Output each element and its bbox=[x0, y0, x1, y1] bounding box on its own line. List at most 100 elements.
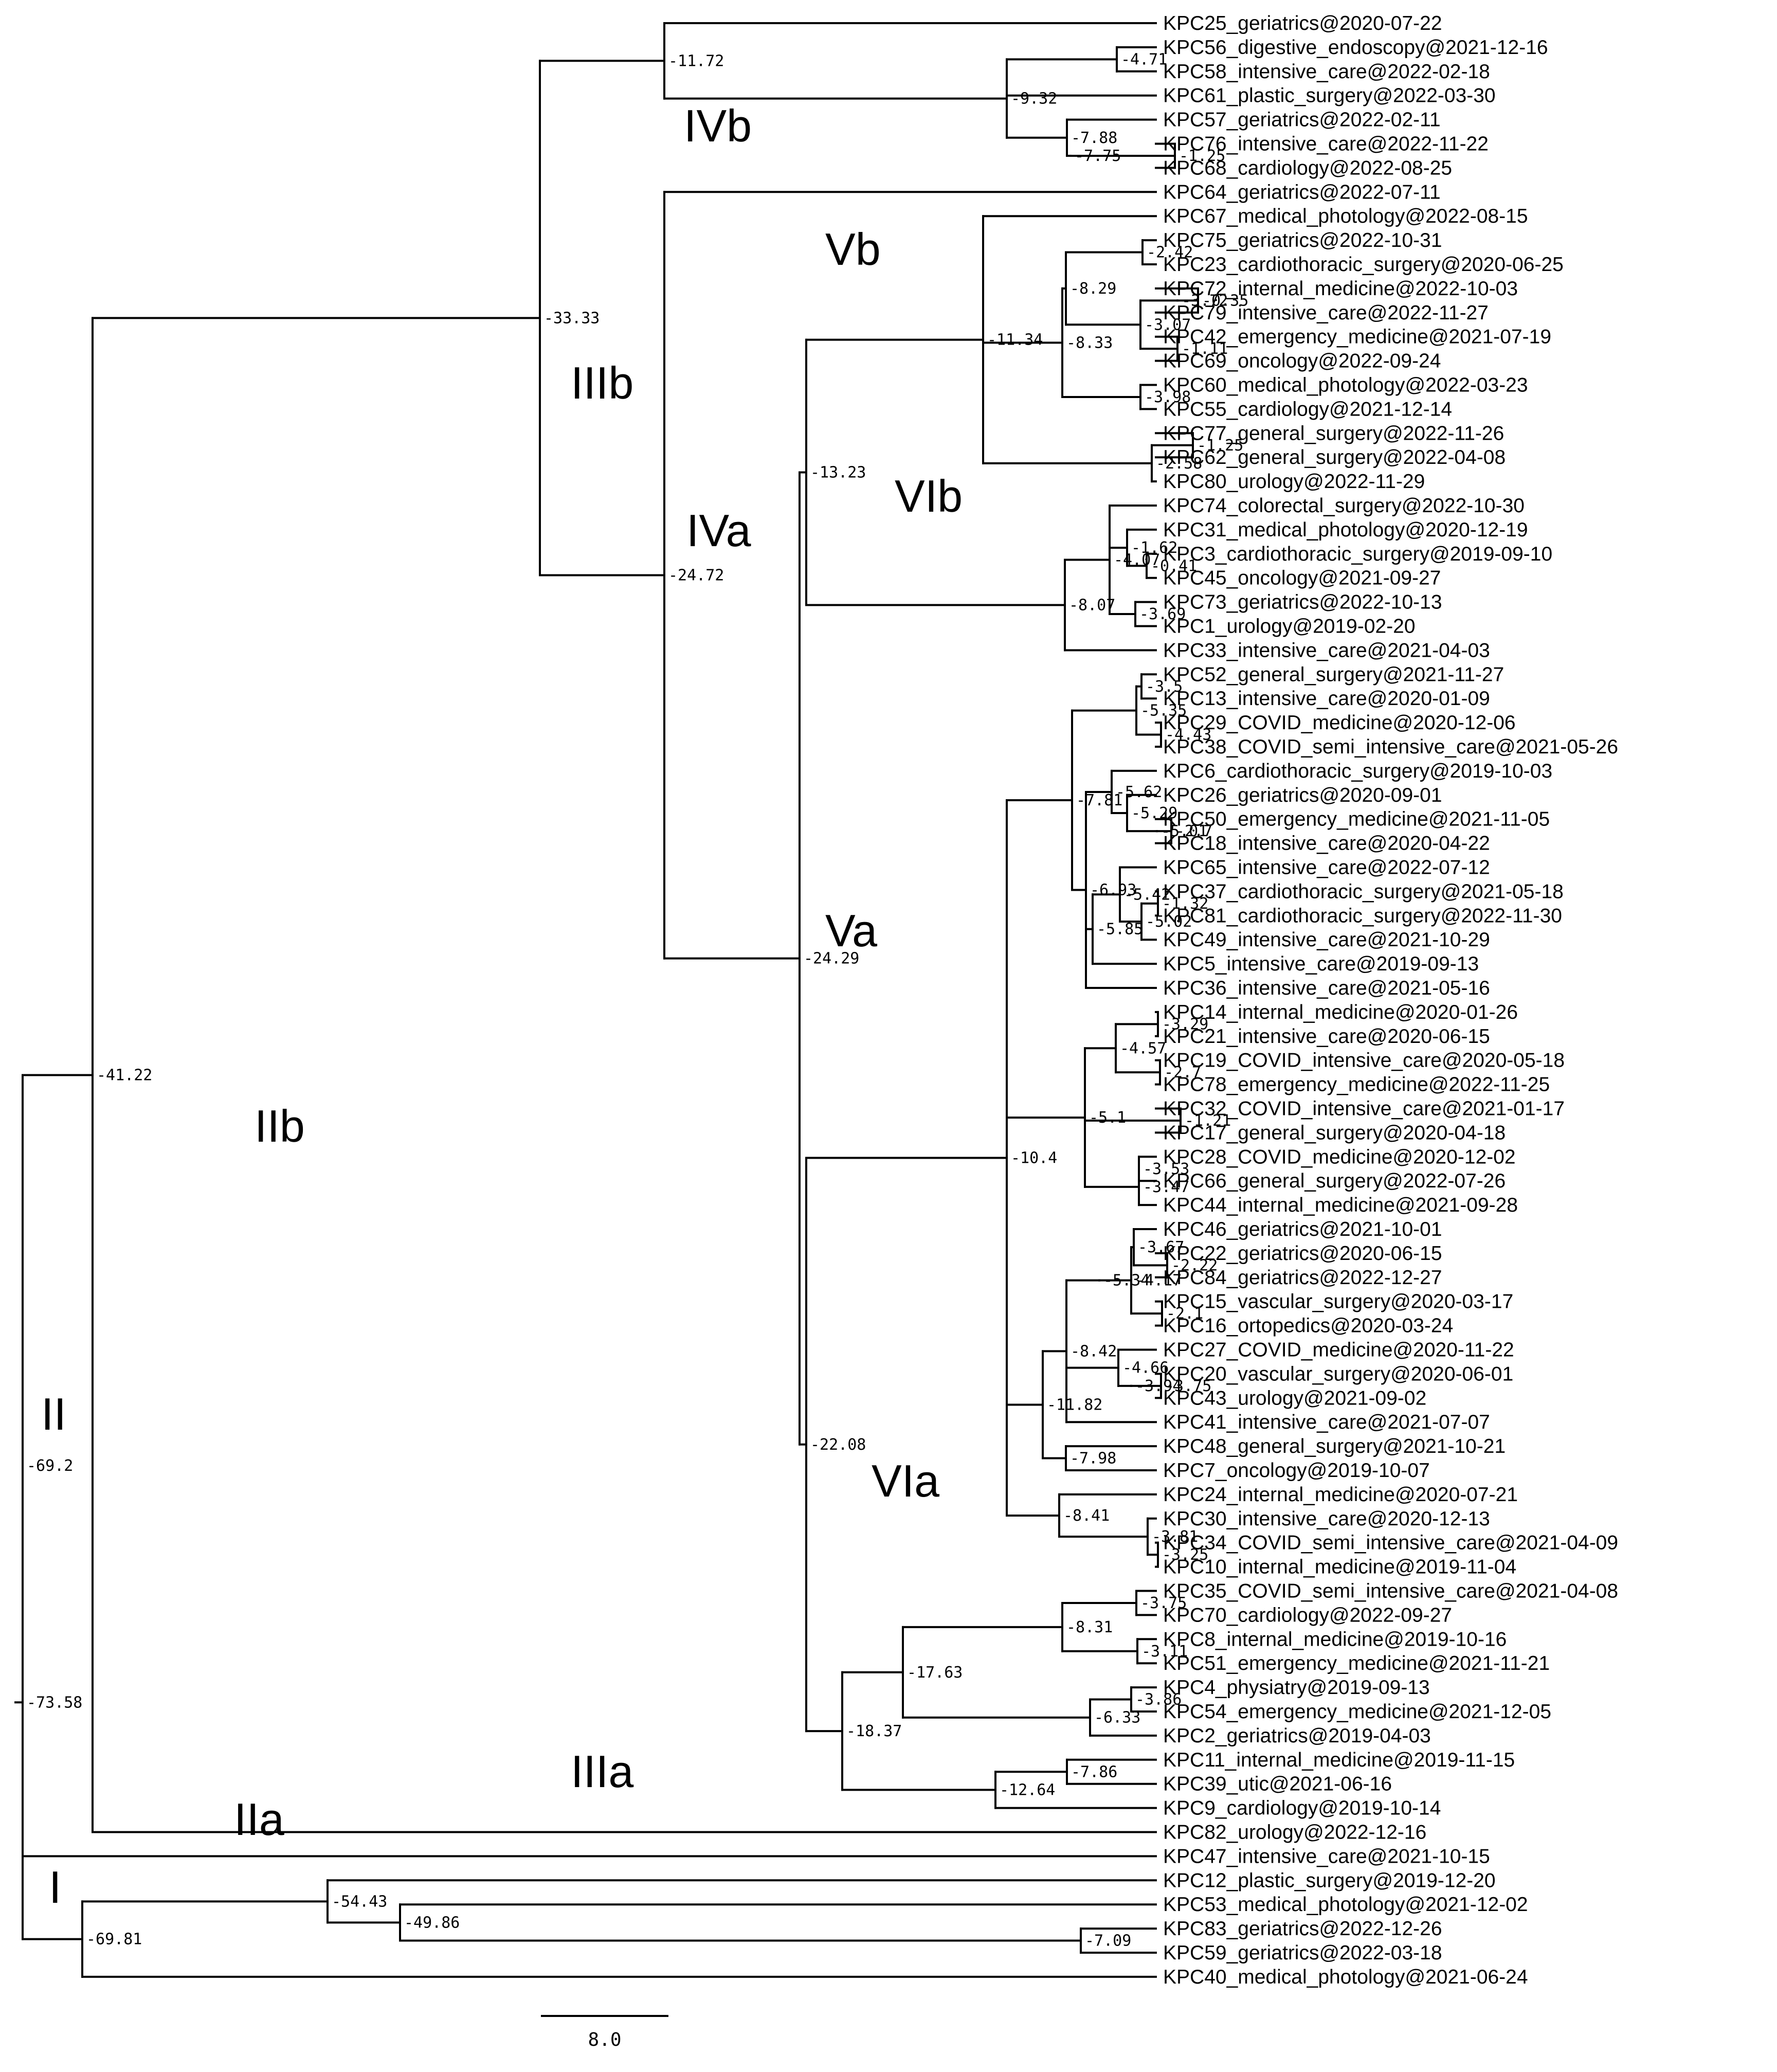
tip-label: KPC2_geriatrics@2019-04-03 bbox=[1163, 1725, 1431, 1747]
support-value: -5.35 bbox=[1140, 702, 1187, 720]
tip-label: KPC43_urology@2021-09-02 bbox=[1163, 1387, 1426, 1409]
support-value: -5.29 bbox=[1131, 804, 1177, 822]
tip-label: KPC38_COVID_semi_intensive_care@2021-05-… bbox=[1163, 736, 1618, 758]
support-value: -7.88 bbox=[1071, 129, 1117, 147]
clade-label: VIa bbox=[872, 1455, 939, 1506]
tip-label: KPC20_vascular_surgery@2020-06-01 bbox=[1163, 1363, 1513, 1385]
support-value: -7.75 bbox=[1075, 147, 1121, 165]
support-value: -3.75 bbox=[1140, 1594, 1187, 1612]
clade-label: Vb bbox=[825, 224, 881, 275]
support-value: -4.43 bbox=[1165, 726, 1211, 744]
tip-label: KPC80_urology@2022-11-29 bbox=[1163, 471, 1425, 493]
support-value: -24.72 bbox=[668, 566, 724, 584]
support-value: -3.11 bbox=[1141, 1643, 1188, 1661]
tip-label: KPC19_COVID_intensive_care@2020-05-18 bbox=[1163, 1050, 1565, 1072]
support-value: -11.72 bbox=[668, 52, 724, 70]
support-value: -2.7 bbox=[1164, 1064, 1201, 1082]
support-value: -1.21 bbox=[1185, 1112, 1231, 1130]
support-value: -8.42 bbox=[1071, 1342, 1117, 1360]
support-value: -7.81 bbox=[1076, 791, 1122, 809]
tip-label: KPC37_cardiothoracic_surgery@2021-05-18 bbox=[1163, 880, 1564, 903]
clade-label: IIb bbox=[255, 1101, 305, 1151]
support-value: -3.47 bbox=[1143, 1178, 1189, 1196]
support-value: -8.29 bbox=[1070, 280, 1116, 298]
support-value: -6.33 bbox=[1094, 1709, 1140, 1727]
support-value: -5.01 bbox=[1161, 822, 1207, 840]
tip-label: KPC59_geriatrics@2022-03-18 bbox=[1163, 1942, 1442, 1964]
tip-label: KPC17_general_surgery@2020-04-18 bbox=[1163, 1122, 1506, 1144]
tip-label: KPC5_intensive_care@2019-09-13 bbox=[1163, 953, 1479, 975]
tip-label: KPC73_geriatrics@2022-10-13 bbox=[1163, 591, 1442, 614]
tip-label: KPC7_oncology@2019-10-07 bbox=[1163, 1460, 1430, 1482]
support-value: -3.5 bbox=[1146, 678, 1183, 696]
tip-label: KPC36_intensive_care@2021-05-16 bbox=[1163, 977, 1490, 999]
support-value: -8.31 bbox=[1066, 1618, 1113, 1636]
support-value: -7.98 bbox=[1070, 1450, 1116, 1468]
clade-label: Va bbox=[825, 905, 877, 956]
tip-label: KPC68_cardiology@2022-08-25 bbox=[1163, 157, 1452, 179]
support-value: -2.1 bbox=[1166, 1305, 1203, 1323]
tip-label: KPC65_intensive_care@2022-07-12 bbox=[1163, 857, 1490, 879]
support-value: -4.71 bbox=[1121, 50, 1167, 68]
tip-label: KPC84_geriatrics@2022-12-27 bbox=[1163, 1267, 1442, 1289]
support-value: -24.29 bbox=[804, 950, 859, 968]
support-value: -1.25 bbox=[1179, 147, 1225, 165]
support-value: -9.32 bbox=[1011, 90, 1057, 108]
support-value: -1.62 bbox=[1131, 539, 1177, 557]
tip-label: KPC41_intensive_care@2021-07-07 bbox=[1163, 1411, 1490, 1433]
tip-label: KPC6_cardiothoracic_surgery@2019-10-03 bbox=[1163, 760, 1552, 782]
clade-label: I bbox=[49, 1862, 61, 1913]
support-value: -54.43 bbox=[332, 1893, 387, 1911]
tip-label: KPC67_medical_photology@2022-08-15 bbox=[1163, 205, 1528, 227]
tip-label: KPC61_plastic_surgery@2022-03-30 bbox=[1163, 85, 1496, 107]
tip-label: KPC45_oncology@2021-09-27 bbox=[1163, 567, 1441, 589]
support-value: -2.58 bbox=[1156, 455, 1202, 473]
tip-label: KPC9_cardiology@2019-10-14 bbox=[1163, 1797, 1441, 1819]
support-value: -8.41 bbox=[1063, 1507, 1110, 1525]
support-value: -3.75 bbox=[1165, 1377, 1211, 1395]
clade-label: IIIb bbox=[571, 357, 633, 408]
tip-label: KPC62_general_surgery@2022-04-08 bbox=[1163, 446, 1506, 469]
tip-label: KPC4_physiatry@2019-09-13 bbox=[1163, 1677, 1430, 1699]
scale-bar-label: 8.0 bbox=[588, 2029, 621, 2050]
tip-label: KPC82_urology@2022-12-16 bbox=[1163, 1822, 1426, 1844]
tip-label: KPC21_intensive_care@2020-06-15 bbox=[1163, 1025, 1490, 1048]
tip-label: KPC22_geriatrics@2020-06-15 bbox=[1163, 1242, 1442, 1265]
tip-label: KPC56_digestive_endoscopy@2021-12-16 bbox=[1163, 37, 1548, 59]
support-value: -4.17 bbox=[1135, 1272, 1182, 1290]
support-value: -73.58 bbox=[27, 1693, 82, 1711]
clade-label: IVa bbox=[686, 505, 751, 556]
support-value: -3.67 bbox=[1138, 1238, 1184, 1256]
support-value: -3.81 bbox=[1152, 1528, 1198, 1546]
support-value: -2.42 bbox=[1147, 244, 1193, 262]
support-value: -17.63 bbox=[907, 1664, 963, 1682]
tip-label: KPC44_internal_medicine@2021-09-28 bbox=[1163, 1194, 1518, 1216]
tip-label: KPC66_general_surgery@2022-07-26 bbox=[1163, 1170, 1506, 1192]
tip-label: KPC14_internal_medicine@2020-01-26 bbox=[1163, 1001, 1518, 1023]
tip-label: KPC42_emergency_medicine@2021-07-19 bbox=[1163, 326, 1551, 348]
tip-label: KPC52_general_surgery@2021-11-27 bbox=[1163, 663, 1504, 686]
support-value: -3.72 bbox=[1182, 292, 1228, 310]
tip-label: KPC16_ortopedics@2020-03-24 bbox=[1163, 1315, 1453, 1337]
tree-branches bbox=[14, 22, 1199, 1978]
tip-label: KPC78_emergency_medicine@2022-11-25 bbox=[1163, 1074, 1550, 1096]
tip-label: KPC81_cardiothoracic_surgery@2022-11-30 bbox=[1163, 905, 1562, 927]
support-value: -6.93 bbox=[1090, 881, 1136, 899]
tip-label: KPC27_COVID_medicine@2020-11-22 bbox=[1163, 1339, 1514, 1361]
support-value: -1.11 bbox=[1182, 340, 1228, 358]
support-value: -0.35 bbox=[1202, 292, 1248, 310]
tip-label: KPC18_intensive_care@2020-04-22 bbox=[1163, 833, 1490, 855]
clade-label: IIIa bbox=[571, 1746, 633, 1797]
tip-label: KPC83_geriatrics@2022-12-26 bbox=[1163, 1918, 1442, 1940]
tip-label: KPC69_oncology@2022-09-24 bbox=[1163, 350, 1441, 372]
support-value: -12.64 bbox=[1000, 1781, 1055, 1799]
tip-label: KPC75_geriatrics@2022-10-31 bbox=[1163, 229, 1442, 251]
tip-label: KPC35_COVID_semi_intensive_care@2021-04-… bbox=[1163, 1580, 1618, 1602]
support-value: -4.07 bbox=[1114, 551, 1160, 569]
tip-label: KPC24_internal_medicine@2020-07-21 bbox=[1163, 1484, 1518, 1506]
support-value: -8.33 bbox=[1066, 334, 1113, 352]
tip-label: KPC58_intensive_care@2022-02-18 bbox=[1163, 61, 1490, 83]
tip-label: KPC40_medical_photology@2021-06-24 bbox=[1163, 1966, 1528, 1988]
support-value: -1.32 bbox=[1162, 895, 1208, 913]
